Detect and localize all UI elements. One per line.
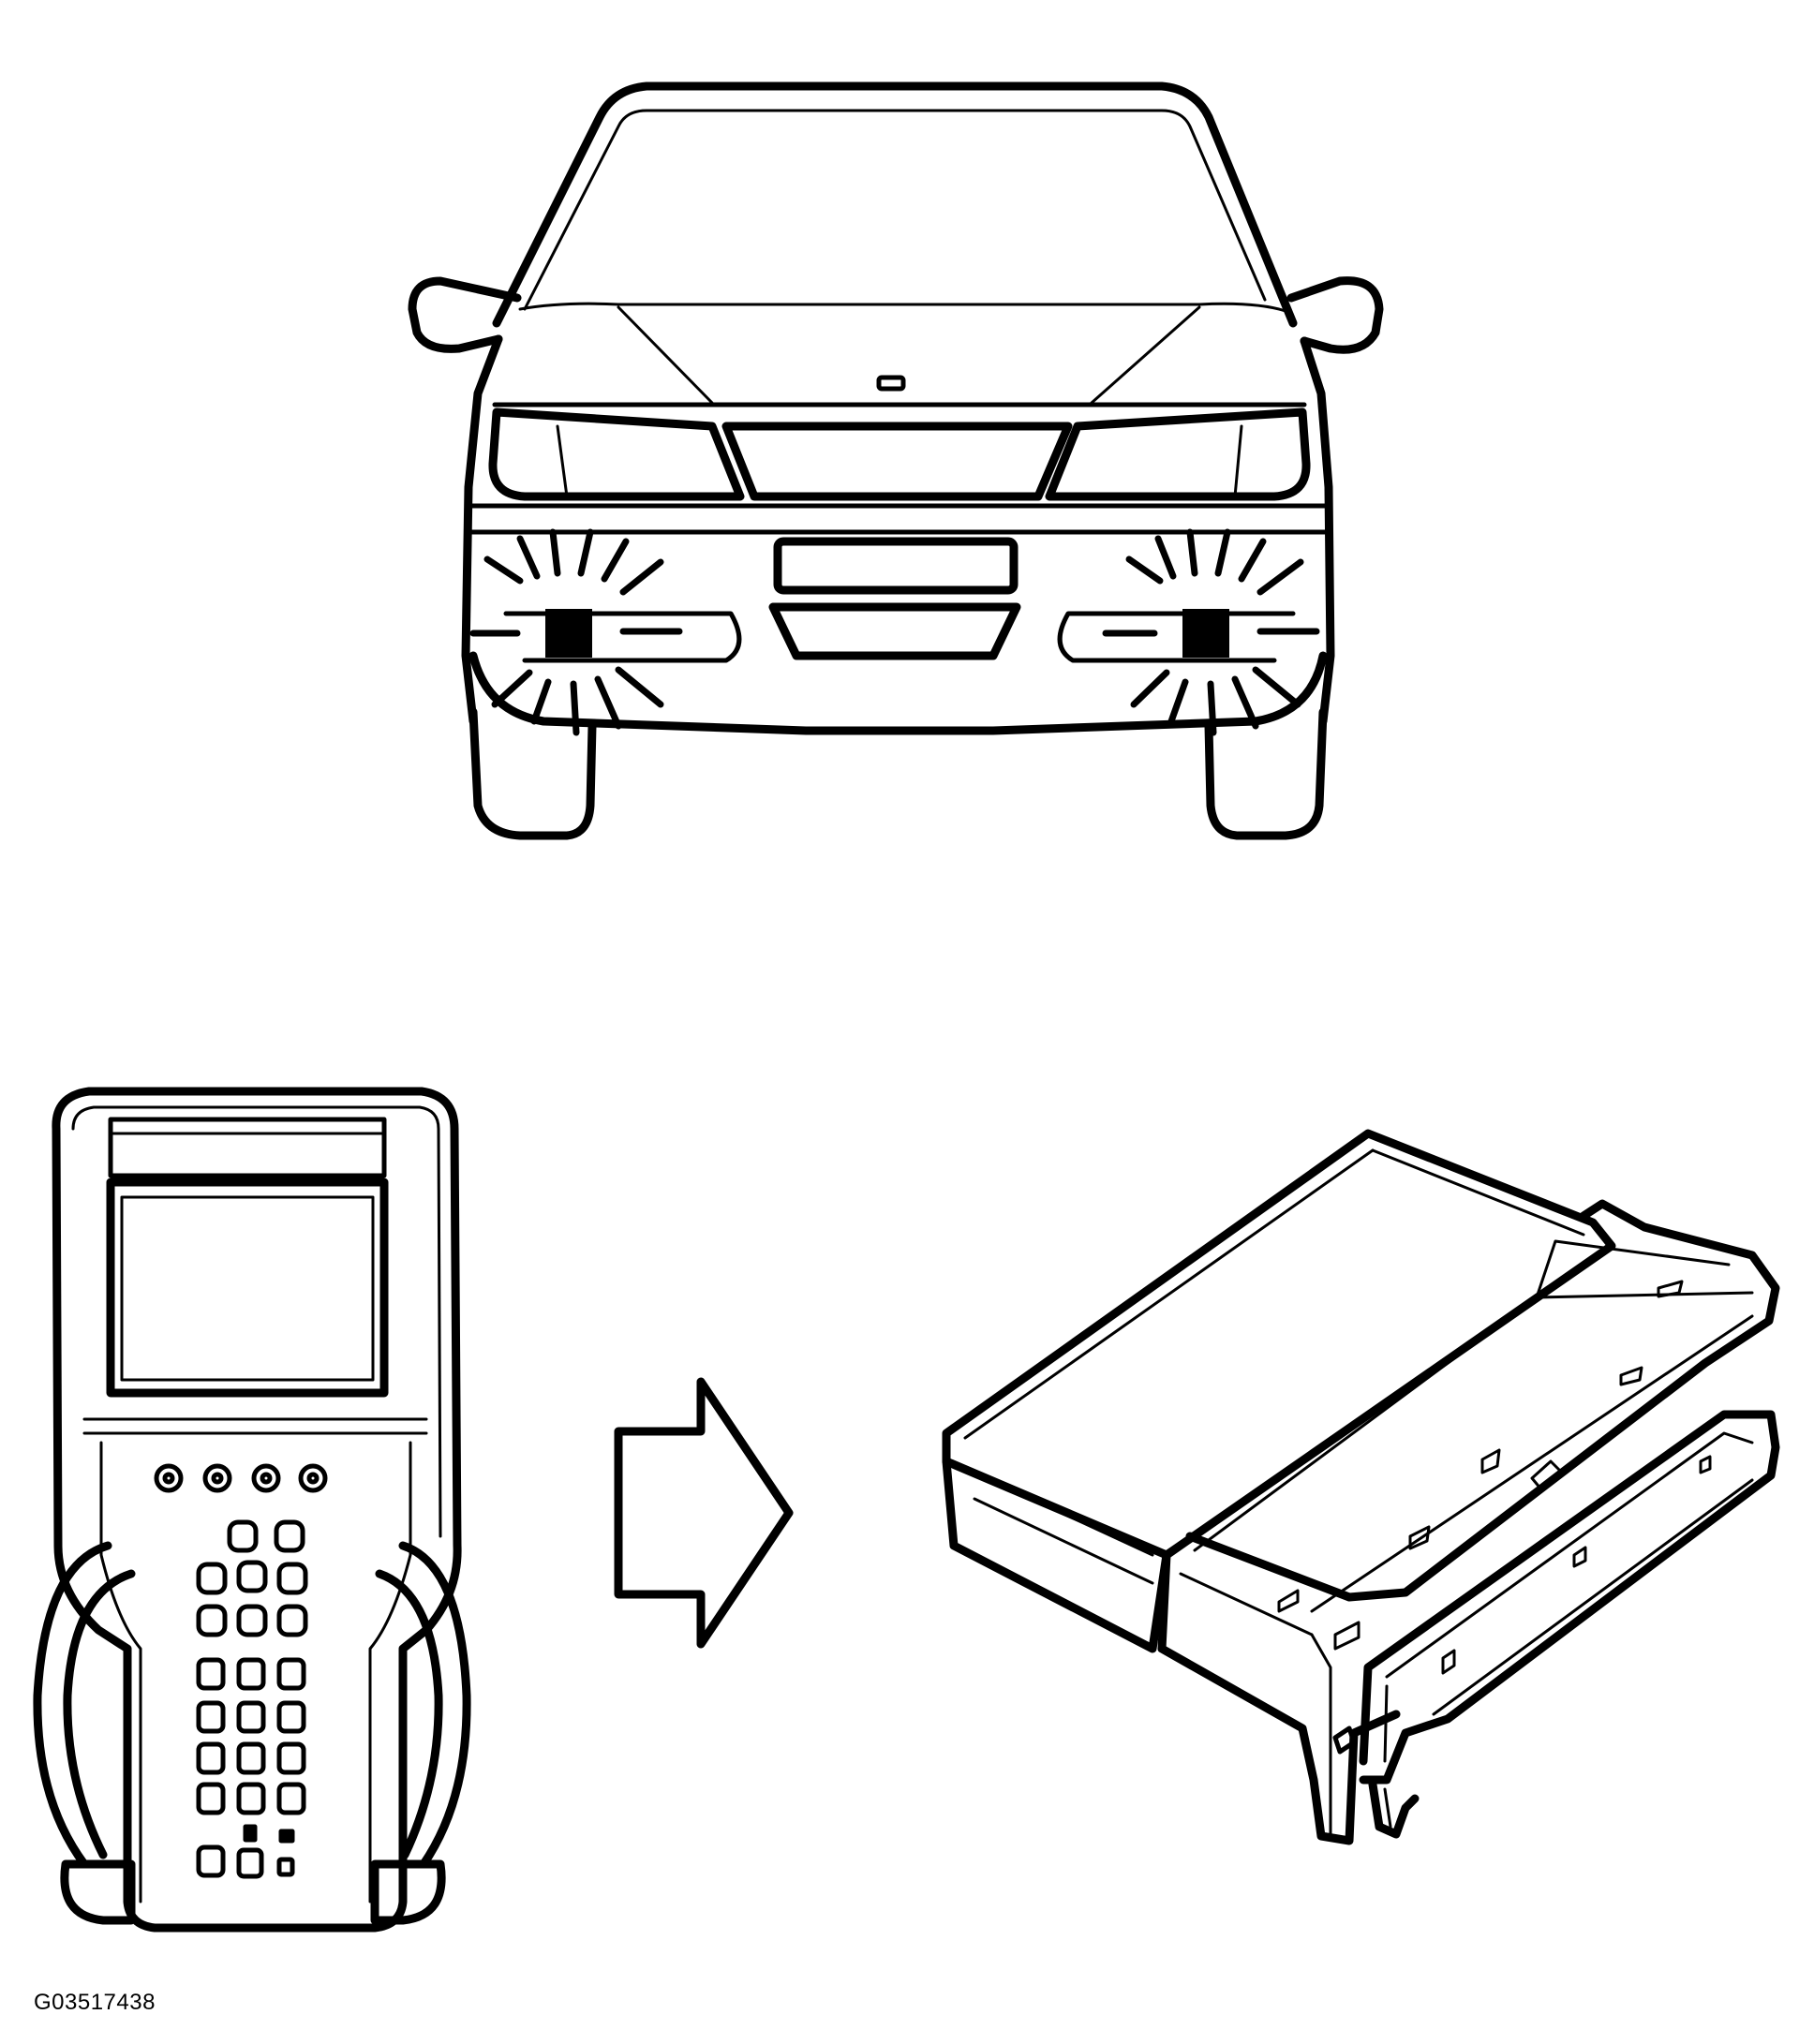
flashing-fog-lamp-icon bbox=[469, 528, 1320, 736]
arrow-right-icon bbox=[614, 1377, 794, 1649]
figure-code-label: G03517438 bbox=[34, 1990, 156, 2015]
car-front-icon bbox=[408, 81, 1384, 840]
scan-tool-icon bbox=[33, 1087, 471, 1933]
control-module-icon bbox=[942, 1129, 1780, 1845]
